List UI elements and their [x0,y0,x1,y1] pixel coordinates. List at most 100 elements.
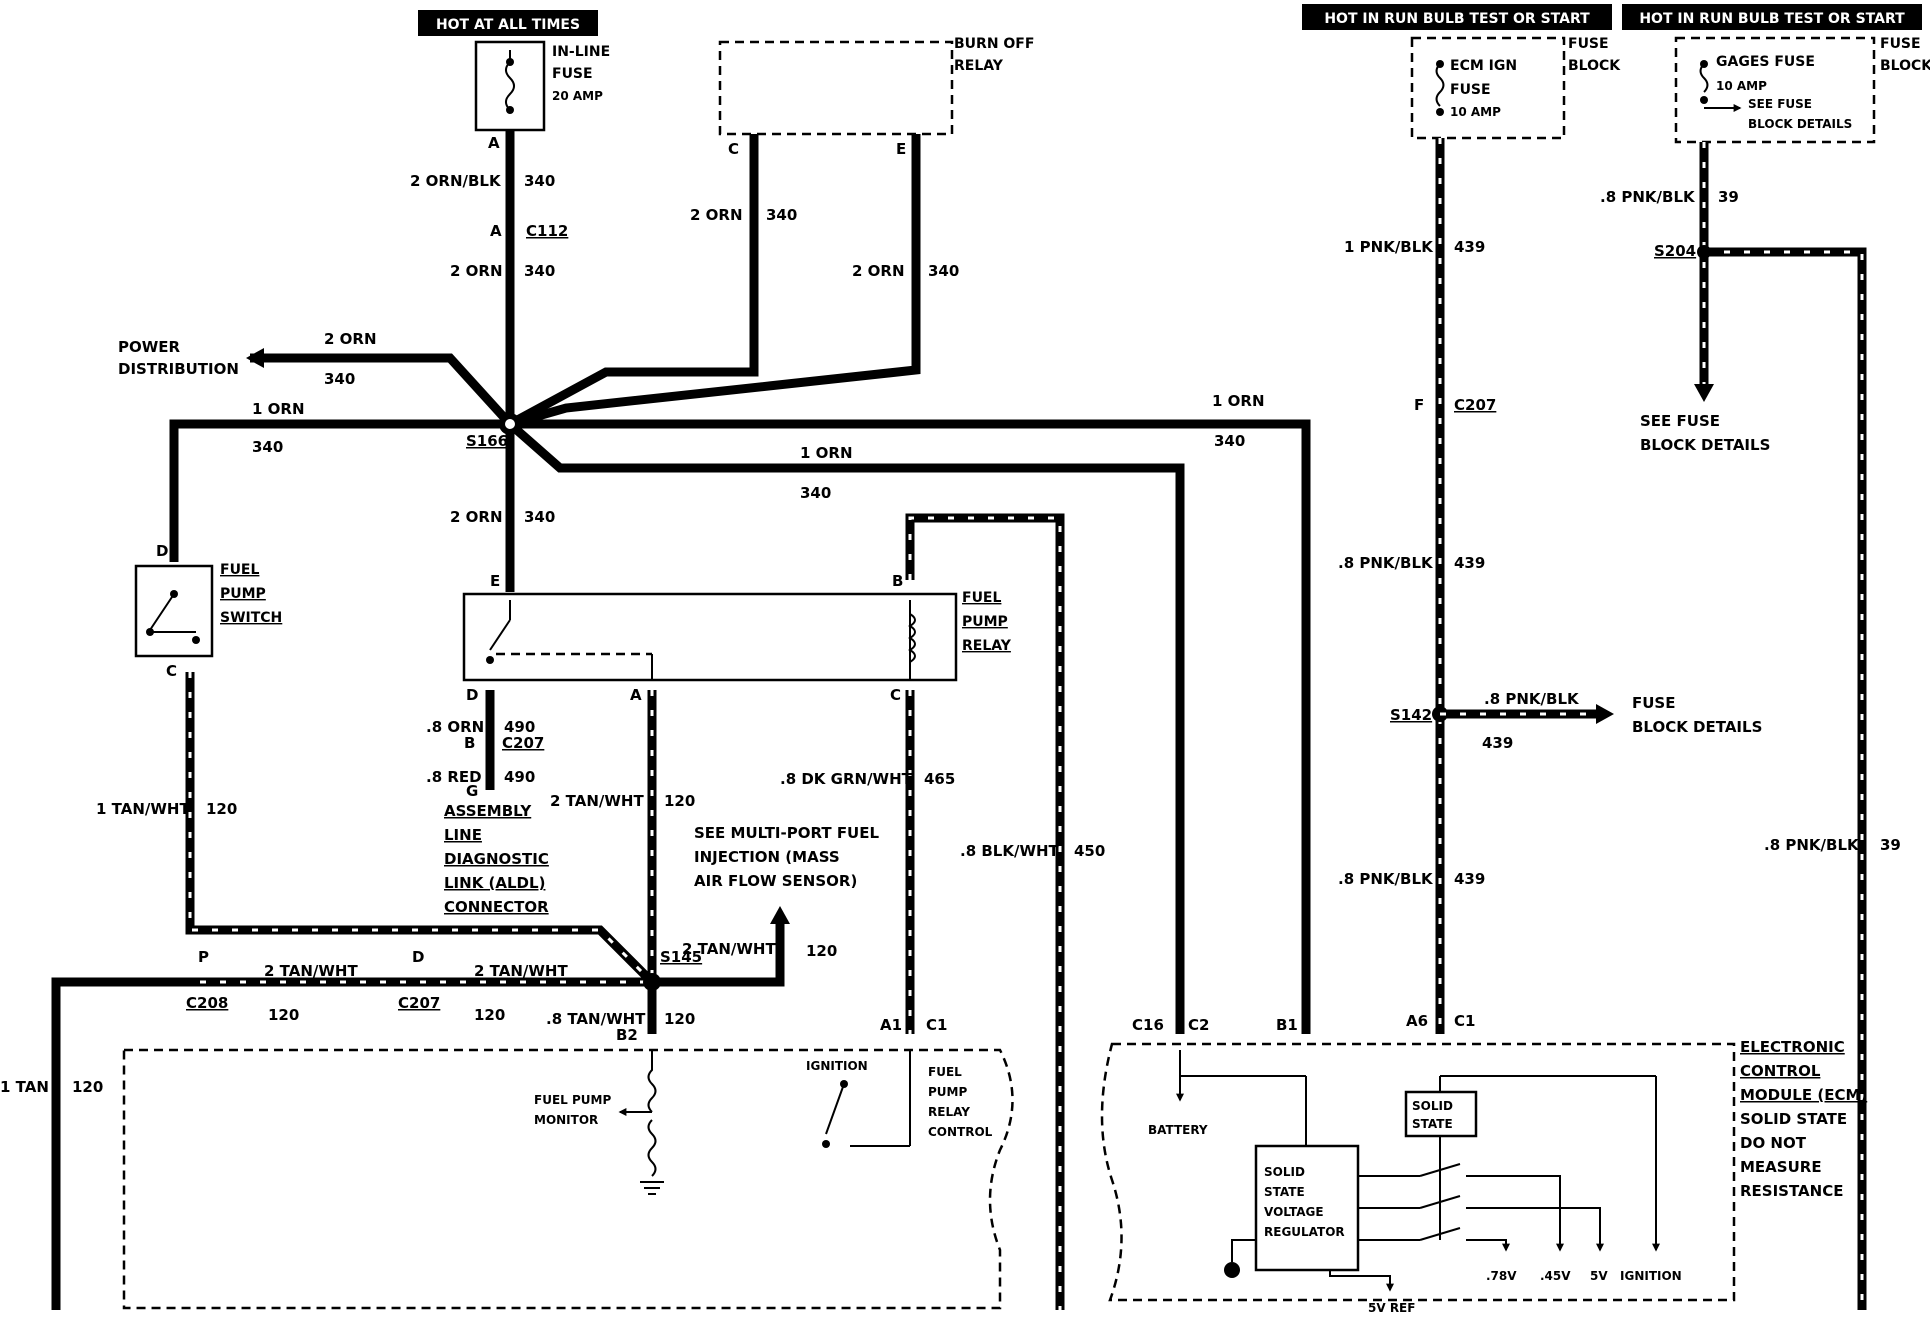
svg-text:SEE MULTI-PORT FUEL: SEE MULTI-PORT FUEL [694,824,879,842]
svg-text:B: B [464,734,475,752]
svg-text:39: 39 [1718,188,1739,206]
svg-text:340: 340 [928,262,959,280]
wire-1tan [51,977,652,1310]
splice-s166 [499,413,521,435]
svg-text:2 ORN: 2 ORN [324,330,377,348]
svg-text:DO NOT: DO NOT [1740,1134,1807,1152]
svg-text:.8 PNK/BLK: .8 PNK/BLK [1338,870,1434,888]
svg-text:HOT IN RUN BULB TEST OR START: HOT IN RUN BULB TEST OR START [1324,11,1590,27]
svg-text:RELAY: RELAY [928,1105,970,1119]
hot-in-run-header-2: HOT IN RUN BULB TEST OR START [1622,4,1922,30]
svg-text:CONTROL: CONTROL [1740,1062,1821,1080]
svg-text:.8 PNK/BLK: .8 PNK/BLK [1484,690,1580,708]
svg-text:C207: C207 [1454,396,1496,414]
svg-text:RELAY: RELAY [962,638,1012,654]
svg-text:.8 BLK/WHT: .8 BLK/WHT [960,842,1060,860]
wire-1orn-switch [169,419,510,562]
svg-text:2 ORN/BLK: 2 ORN/BLK [410,172,502,190]
svg-text:INJECTION (MASS: INJECTION (MASS [694,848,840,866]
svg-text:2 ORN: 2 ORN [852,262,905,280]
svg-text:.8 ORN: .8 ORN [426,718,484,736]
inline-fuse: IN-LINE FUSE 20 AMP [474,40,610,132]
wire-1orn-b1 [510,419,1311,1034]
label-078v: .78V [1486,1269,1517,1283]
svg-text:S142: S142 [1390,706,1432,724]
svg-text:ASSEMBLY: ASSEMBLY [444,802,532,820]
svg-text:F: F [1414,396,1424,414]
svg-text:SWITCH: SWITCH [220,610,282,626]
svg-text:340: 340 [324,370,355,388]
svg-text:2 TAN/WHT: 2 TAN/WHT [264,962,358,980]
svg-text:S166: S166 [466,432,508,450]
svg-text:B2: B2 [616,1026,638,1044]
svg-text:FUEL PUMP: FUEL PUMP [534,1093,611,1107]
svg-text:LINE: LINE [444,826,482,844]
svg-text:490: 490 [504,768,535,786]
see-fuse-block-label: SEE FUSE BLOCK DETAILS [1640,412,1770,454]
svg-text:A6: A6 [1406,1012,1428,1030]
svg-text:439: 439 [1454,238,1485,256]
svg-text:FUSE: FUSE [1880,36,1921,52]
svg-text:2 ORN: 2 ORN [690,206,743,224]
svg-text:.8 PNK/BLK: .8 PNK/BLK [1338,554,1434,572]
svg-text:D: D [466,686,478,704]
label-5v: 5V [1590,1269,1608,1283]
hot-at-all-times-header: HOT AT ALL TIMES [418,10,598,36]
svg-text:BLOCK: BLOCK [1568,58,1621,74]
svg-text:SOLID STATE: SOLID STATE [1740,1110,1847,1128]
svg-text:1 PNK/BLK: 1 PNK/BLK [1344,238,1434,256]
svg-text:BLOCK: BLOCK [1880,58,1930,74]
svg-text:.8 TAN/WHT: .8 TAN/WHT [546,1010,646,1028]
svg-text:C2: C2 [1188,1016,1209,1034]
svg-text:340: 340 [252,438,283,456]
ecm-left-box [122,1048,1014,1310]
svg-text:SOLID: SOLID [1412,1099,1453,1113]
svg-text:FUSE: FUSE [552,66,593,82]
svg-text:PUMP: PUMP [928,1085,967,1099]
svg-text:340: 340 [524,508,555,526]
svg-text:FUSE: FUSE [1450,82,1491,98]
svg-text:REGULATOR: REGULATOR [1264,1225,1345,1239]
svg-text:340: 340 [524,172,555,190]
svg-text:BURN OFF: BURN OFF [954,36,1034,52]
svg-text:CONNECTOR: CONNECTOR [444,898,549,916]
svg-text:S145: S145 [660,948,702,966]
svg-text:C: C [728,140,739,158]
svg-text:.8 RED: .8 RED [426,768,482,786]
svg-text:RELAY: RELAY [954,58,1004,74]
svg-text:C1: C1 [1454,1012,1475,1030]
svg-text:.8 DK GRN/WHT: .8 DK GRN/WHT [780,770,913,788]
svg-text:C207: C207 [502,734,544,752]
svg-text:B: B [892,572,903,590]
svg-text:SOLID: SOLID [1264,1165,1305,1179]
ecm-label: ELECTRONIC CONTROL MODULE (ECM) SOLID ST… [1740,1038,1867,1200]
svg-text:1 ORN: 1 ORN [800,444,853,462]
svg-text:FUSE: FUSE [1632,694,1675,712]
svg-text:BLOCK DETAILS: BLOCK DETAILS [1748,117,1852,131]
ecm-ssvr: SOLID STATE VOLTAGE REGULATOR [1224,1076,1604,1292]
ecm-ign-fuse: ECM IGN FUSE 10 AMP FUSE BLOCK [1410,36,1621,140]
svg-text:ECM IGN: ECM IGN [1450,58,1517,74]
svg-text:CONTROL: CONTROL [928,1125,993,1139]
svg-text:340: 340 [800,484,831,502]
svg-text:C: C [890,686,901,704]
svg-text:POWER: POWER [118,338,181,356]
svg-text:B1: B1 [1276,1016,1298,1034]
svg-text:120: 120 [664,792,695,810]
svg-text:GAGES FUSE: GAGES FUSE [1716,54,1815,70]
aldl-label: ASSEMBLY LINE DIAGNOSTIC LINK (ALDL) CON… [444,802,549,916]
hot-in-run-header-1: HOT IN RUN BULB TEST OR START [1302,4,1612,30]
svg-text:340: 340 [1214,432,1245,450]
svg-text:2 TAN/WHT: 2 TAN/WHT [474,962,568,980]
svg-text:A: A [630,686,642,704]
maf-note: SEE MULTI-PORT FUEL INJECTION (MASS AIR … [694,824,879,890]
svg-text:C1: C1 [926,1016,947,1034]
label-045v: .45V [1540,1269,1571,1283]
svg-text:P: P [198,948,209,966]
svg-text:HOT AT ALL TIMES: HOT AT ALL TIMES [436,17,580,33]
wire-340-relay-c [507,134,759,428]
svg-text:G: G [466,782,478,800]
svg-text:2 TAN/WHT: 2 TAN/WHT [550,792,644,810]
svg-text:C: C [166,662,177,680]
